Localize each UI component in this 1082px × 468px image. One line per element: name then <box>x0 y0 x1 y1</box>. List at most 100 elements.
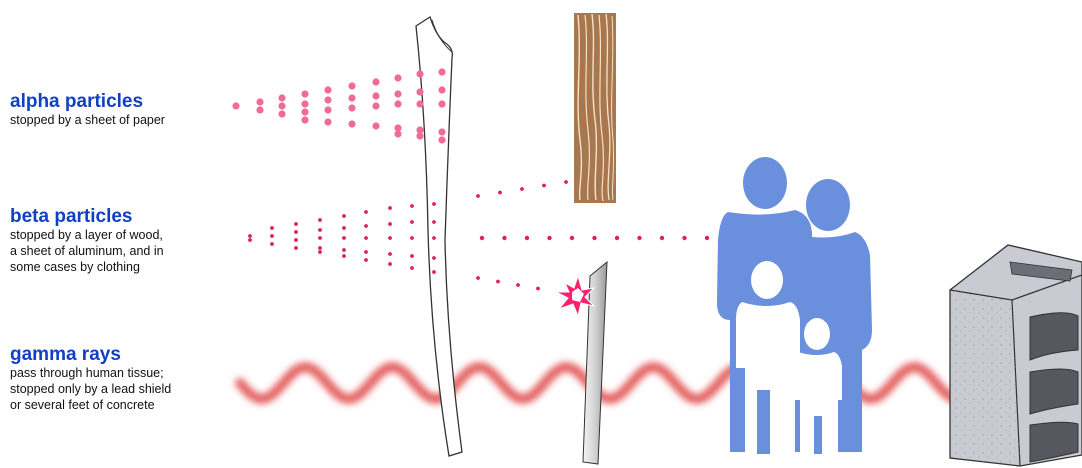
beta-particle <box>248 234 252 238</box>
beta-particle <box>542 184 546 188</box>
beta-particle <box>318 236 322 240</box>
beta-particle <box>294 222 298 226</box>
beta-particle <box>520 187 524 191</box>
beta-particle <box>660 236 664 240</box>
alpha-particle <box>301 108 308 115</box>
alpha-particle <box>394 90 401 97</box>
alpha-particle <box>232 102 239 109</box>
human-family <box>717 157 872 454</box>
alpha-particle <box>348 104 355 111</box>
alpha-particle <box>416 88 423 95</box>
alpha-particle <box>372 122 379 129</box>
alpha-particle <box>301 116 308 123</box>
alpha-particle <box>416 132 423 139</box>
beta-particle <box>342 254 346 258</box>
beta-particle <box>388 222 392 226</box>
beta-particle <box>682 236 686 240</box>
beta-particle <box>270 226 274 230</box>
alpha-particle <box>256 98 263 105</box>
beta-particle <box>364 224 368 228</box>
alpha-particle <box>372 78 379 85</box>
beta-particle <box>410 236 414 240</box>
beta-particle <box>410 266 414 270</box>
beta-particle <box>432 270 436 274</box>
alpha-particle <box>438 68 445 75</box>
beta-particle <box>318 250 322 254</box>
alpha-particle <box>348 120 355 127</box>
beta-particle <box>294 238 298 242</box>
beta-particle <box>570 236 574 240</box>
beta-particle <box>637 236 641 240</box>
beta-particle <box>364 236 368 240</box>
alpha-particle <box>438 86 445 93</box>
beta-particle <box>564 180 568 184</box>
alpha-particle <box>278 110 285 117</box>
beta-particle <box>432 236 436 240</box>
alpha-particle <box>372 92 379 99</box>
beta-particle <box>498 191 502 195</box>
beta-particle <box>705 236 709 240</box>
beta-particle <box>615 236 619 240</box>
alpha-particle <box>348 82 355 89</box>
beta-particle <box>364 258 368 262</box>
alpha-particle <box>394 130 401 137</box>
concrete-block <box>950 245 1082 466</box>
beta-particle <box>502 236 506 240</box>
beta-particle <box>476 194 480 198</box>
beta-particle <box>432 220 436 224</box>
alpha-particle <box>416 100 423 107</box>
beta-particle <box>410 220 414 224</box>
alpha-particle <box>348 94 355 101</box>
alpha-particle <box>278 102 285 109</box>
beta-particle <box>388 262 392 266</box>
alpha-particle <box>394 74 401 81</box>
beta-particle <box>388 206 392 210</box>
beta-particle <box>318 228 322 232</box>
alpha-particle <box>324 118 331 125</box>
alpha-particle <box>438 136 445 143</box>
beta-particle-stream <box>248 180 709 290</box>
alpha-particle <box>394 100 401 107</box>
beta-particle <box>248 238 252 242</box>
beta-particle <box>294 230 298 234</box>
wood-plank <box>574 13 616 203</box>
beta-particle <box>516 283 520 287</box>
alpha-particle <box>438 100 445 107</box>
alpha-particle <box>438 128 445 135</box>
beta-particle <box>388 252 392 256</box>
alpha-particle <box>301 100 308 107</box>
alpha-particle <box>324 96 331 103</box>
alpha-particle-stream <box>232 68 445 143</box>
alpha-particle <box>324 106 331 113</box>
gamma-wave-path <box>240 367 988 399</box>
beta-particle <box>432 256 436 260</box>
beta-particle <box>342 214 346 218</box>
beta-particle <box>525 236 529 240</box>
beta-particle <box>364 210 368 214</box>
gamma-wave <box>240 367 988 399</box>
beta-particle <box>318 246 322 250</box>
beta-particle <box>536 287 540 291</box>
alpha-particle <box>301 90 308 97</box>
beta-particle <box>432 202 436 206</box>
alpha-particle <box>278 94 285 101</box>
beta-particle <box>342 236 346 240</box>
beta-particle <box>342 248 346 252</box>
beta-particle <box>342 226 346 230</box>
beta-particle <box>496 280 500 284</box>
beta-particle <box>410 254 414 258</box>
alpha-particle <box>256 106 263 113</box>
beta-particle <box>388 236 392 240</box>
alpha-particle <box>372 102 379 109</box>
alpha-particle <box>416 70 423 77</box>
alpha-particle <box>324 86 331 93</box>
beta-particle <box>270 242 274 246</box>
beta-particle <box>270 234 274 238</box>
beta-particle <box>294 246 298 250</box>
beta-particle <box>364 250 368 254</box>
beta-particle <box>592 236 596 240</box>
beta-particle <box>480 236 484 240</box>
beta-particle <box>547 236 551 240</box>
